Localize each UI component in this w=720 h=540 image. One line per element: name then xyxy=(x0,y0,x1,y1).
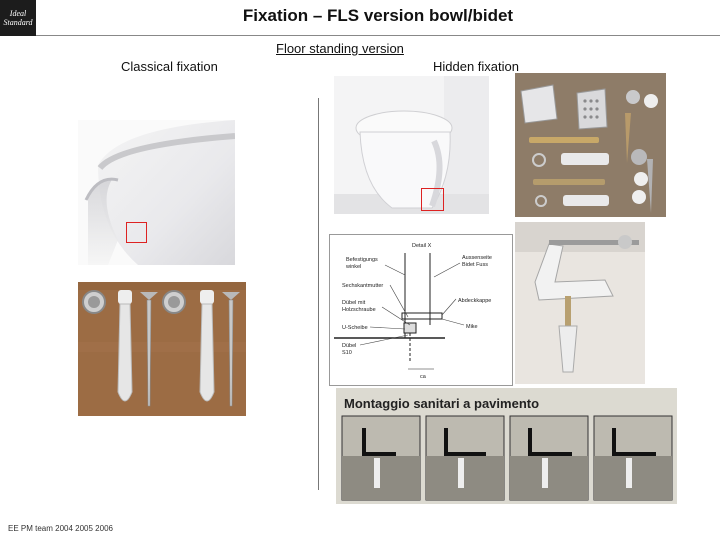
label-unit: ca xyxy=(420,374,427,380)
classical-fixation-label: Classical fixation xyxy=(121,59,218,74)
technical-drawing: Detail X Befestigungs winkel Aussenseite… xyxy=(329,234,513,386)
label-sechskant: Sechskantmutter xyxy=(342,283,383,289)
label-abdeckkappe: Abdeckkappe xyxy=(458,298,491,304)
installation-instructions-photo: Montaggio sanitari a pavimento xyxy=(336,388,677,504)
label-aussenseite: Aussenseite xyxy=(462,255,492,261)
fixation-point-marker-right xyxy=(421,188,444,211)
label-dubel-s: Dübel xyxy=(342,343,356,349)
label-befestigungs: Befestigungs xyxy=(346,257,378,263)
logo-line-2: Standard xyxy=(3,18,33,27)
label-mike: Mike xyxy=(466,324,478,330)
section-divider xyxy=(318,98,319,490)
classical-bowl-photo xyxy=(78,120,235,265)
label-u-scheibe: U-Scheibe xyxy=(342,325,368,331)
label-dubel: Dübel mit xyxy=(342,300,366,306)
footer-text: EE PM team 2004 2005 2006 xyxy=(8,524,113,533)
label-s10: S10 xyxy=(342,350,352,356)
header-divider xyxy=(36,35,720,36)
logo-line-1: Ideal xyxy=(9,9,27,18)
section-subtitle: Floor standing version xyxy=(276,41,404,56)
label-detail: Detail X xyxy=(412,243,432,249)
page-title: Fixation – FLS version bowl/bidet xyxy=(242,6,514,25)
hidden-fixation-label: Hidden fixation xyxy=(433,59,519,74)
fixation-point-marker-left xyxy=(126,222,147,243)
hidden-fixings-photo xyxy=(515,73,666,217)
toilet-photo xyxy=(334,76,489,214)
classical-fixings-photo xyxy=(78,282,246,416)
banner-heading: Montaggio sanitari a pavimento xyxy=(344,396,539,411)
label-holzschraube: Holzschraube xyxy=(342,307,376,313)
label-winkel: winkel xyxy=(345,264,361,270)
ideal-standard-logo: Ideal Standard xyxy=(0,0,36,36)
bracket-assembly-photo xyxy=(515,222,645,384)
label-bidet-fuss: Bidet Fuss xyxy=(462,262,488,268)
